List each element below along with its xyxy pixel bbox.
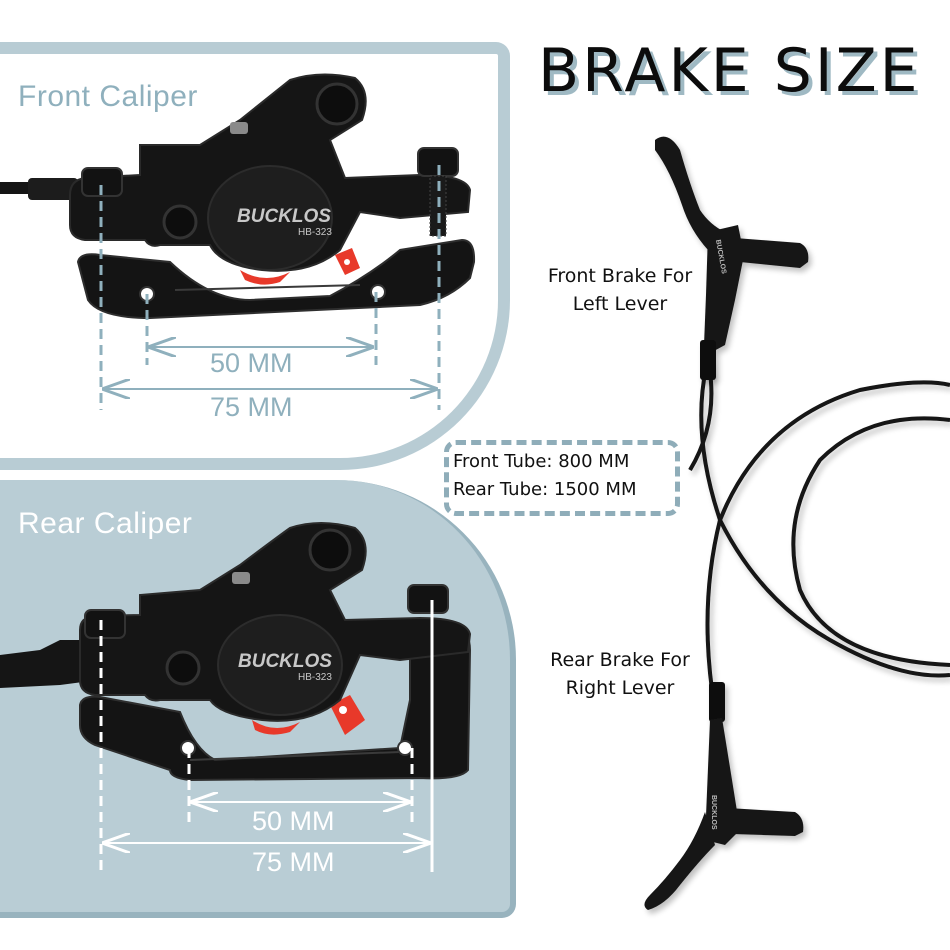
tube-length-box bbox=[444, 440, 680, 516]
front-lever-image: BUCKLOS bbox=[655, 136, 809, 380]
rear-lever-brand: BUCKLOS bbox=[710, 795, 717, 830]
rear-dimension-lines bbox=[99, 600, 434, 872]
rear-caliper-image: BUCKLOS HB-323 bbox=[0, 522, 472, 782]
rear-lever-label-line2: Right Lever bbox=[565, 677, 675, 699]
page-title: BRAKE SIZE bbox=[538, 36, 921, 106]
rear-tube-length: Rear Tube: 1500 MM bbox=[453, 479, 637, 500]
rear-outer-dimension-label: 75 MM bbox=[252, 847, 335, 877]
rear-caliper-brand: BUCKLOS bbox=[238, 651, 332, 672]
front-outer-dimension-label: 75 MM bbox=[210, 392, 293, 422]
rear-lever-label: Rear Brake For Right Lever bbox=[520, 646, 720, 702]
rear-lever-label-line1: Rear Brake For bbox=[550, 649, 690, 671]
front-caliper-model: HB-323 bbox=[298, 227, 332, 238]
rear-inner-dimension-label: 50 MM bbox=[252, 806, 335, 836]
front-dimension-lines bbox=[99, 165, 441, 410]
front-caliper-title: Front Caliper bbox=[18, 80, 198, 113]
brake-hoses bbox=[688, 359, 950, 691]
front-lever-label: Front Brake For Left Lever bbox=[520, 262, 720, 318]
rear-caliper-model: HB-323 bbox=[298, 672, 332, 683]
tube-length-text: Front Tube: 800 MM Rear Tube: 1500 MM bbox=[453, 448, 636, 504]
front-tube-length: Front Tube: 800 MM bbox=[453, 451, 630, 472]
front-inner-dimension-label: 50 MM bbox=[210, 348, 293, 378]
rear-lever-image: BUCKLOS bbox=[644, 682, 804, 910]
front-lever-label-line1: Front Brake For bbox=[547, 265, 693, 287]
front-caliper-brand: BUCKLOS bbox=[237, 206, 331, 227]
rear-caliper-title: Rear Caliper bbox=[18, 507, 193, 540]
front-lever-label-line2: Left Lever bbox=[572, 293, 668, 315]
